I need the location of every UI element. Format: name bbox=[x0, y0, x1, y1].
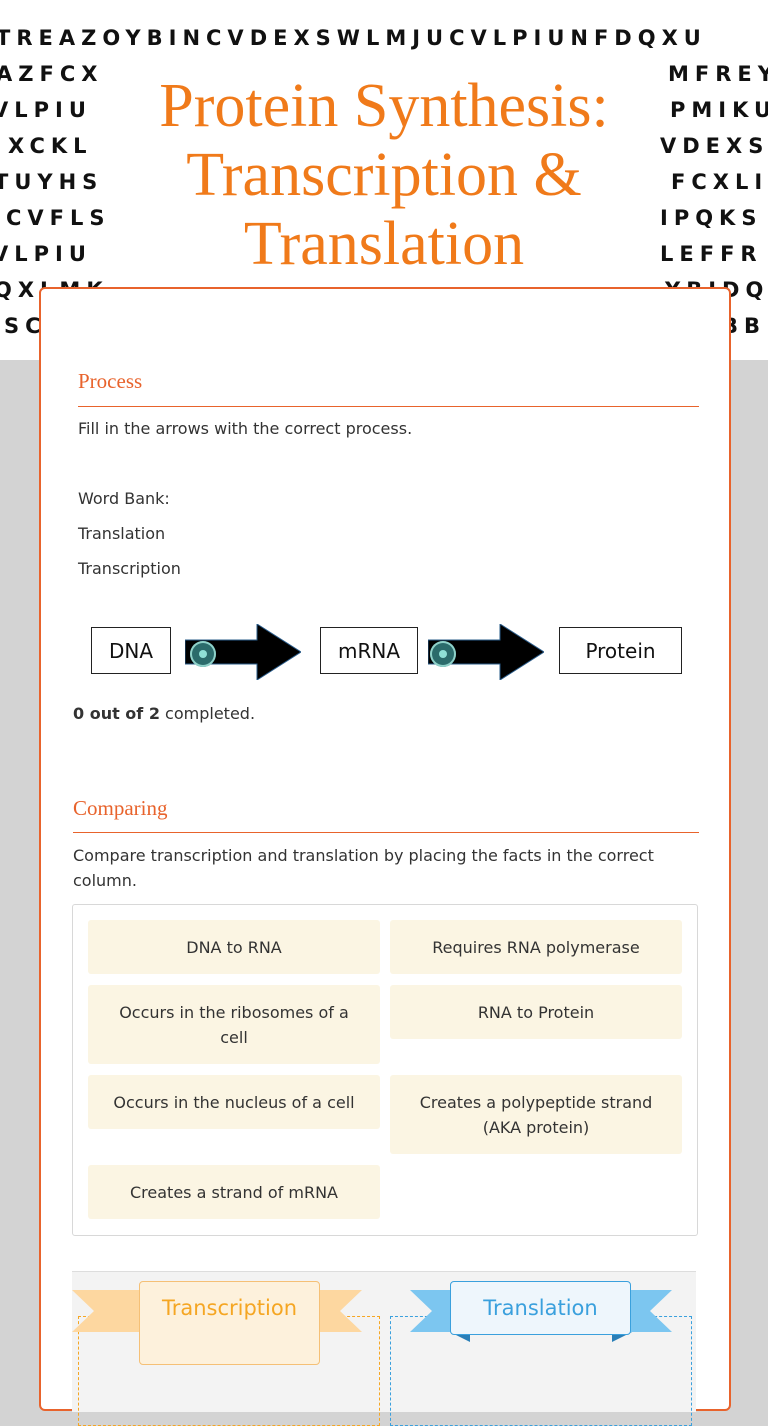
comparing-title: Comparing bbox=[73, 796, 168, 820]
letter-row-2-right: PMIKU bbox=[670, 98, 768, 122]
word-bank-label: Word Bank: bbox=[78, 489, 170, 508]
letter-row-6-left: VLPIU bbox=[0, 242, 92, 266]
letter-row-4-right: FCXLI bbox=[671, 170, 768, 194]
facts-pool: DNA to RNA Requires RNA polymerase Occur… bbox=[72, 904, 698, 1236]
fact-card[interactable]: DNA to RNA bbox=[88, 920, 380, 974]
fact-card[interactable]: Creates a strand of mRNA bbox=[88, 1165, 380, 1219]
fact-card[interactable]: Occurs in the nucleus of a cell bbox=[88, 1075, 380, 1129]
progress-status: 0 out of 2 completed. bbox=[73, 701, 255, 726]
letter-row-0: TREAZOYBINCVDEXSWLMJUCVLPIUNFDQXU bbox=[0, 26, 707, 50]
letter-row-2-left: VLPIU bbox=[0, 98, 92, 122]
letter-row-6-right: LEFFR bbox=[660, 242, 763, 266]
drop-target-dot-icon[interactable] bbox=[190, 641, 216, 667]
letter-row-1-right: MFREY bbox=[668, 62, 768, 86]
letter-row-3-left: XCKL bbox=[8, 134, 93, 158]
dna-box: DNA bbox=[91, 627, 171, 674]
fact-card[interactable]: Creates a polypeptide strand (AKA protei… bbox=[390, 1075, 682, 1154]
process-instruction: Fill in the arrows with the correct proc… bbox=[78, 419, 413, 438]
process-divider bbox=[78, 406, 699, 407]
comparing-instruction: Compare transcription and translation by… bbox=[73, 846, 654, 890]
page-title: Protein Synthesis: Transcription & Trans… bbox=[100, 72, 668, 279]
process-title: Process bbox=[78, 369, 143, 393]
progress-count: 0 out of 2 bbox=[73, 704, 160, 723]
title-line-1: Protein Synthesis: bbox=[159, 72, 609, 140]
sort-columns: Transcription Translation bbox=[72, 1271, 696, 1426]
title-line-2: Transcription & bbox=[186, 141, 582, 209]
protein-box: Protein bbox=[559, 627, 682, 674]
drop-target-dot-icon[interactable] bbox=[430, 641, 456, 667]
letter-row-3-right: VDEXS bbox=[660, 134, 768, 158]
translation-column-header: Translation bbox=[450, 1281, 631, 1335]
word-bank-item: Transcription bbox=[78, 559, 181, 578]
letter-row-5-left: CVFLS bbox=[6, 206, 111, 230]
title-line-3: Translation bbox=[243, 210, 525, 278]
letter-row-5-right: IPQKS bbox=[660, 206, 763, 230]
progress-suffix: completed. bbox=[159, 704, 256, 723]
transcription-column-header: Transcription bbox=[139, 1281, 320, 1365]
mrna-box: mRNA bbox=[320, 627, 418, 674]
fact-card[interactable]: RNA to Protein bbox=[390, 985, 682, 1039]
worksheet-card: Process Fill in the arrows with the corr… bbox=[39, 287, 731, 1426]
fact-card[interactable]: Occurs in the ribosomes of a cell bbox=[88, 985, 380, 1064]
letter-row-8-left: SC bbox=[4, 314, 47, 338]
fact-card[interactable]: Requires RNA polymerase bbox=[390, 920, 682, 974]
word-bank-item: Translation bbox=[78, 524, 166, 543]
letter-row-4-left: TUYHS bbox=[0, 170, 104, 194]
comparing-divider bbox=[73, 832, 699, 833]
letter-row-1-left: AZFCX bbox=[0, 62, 104, 86]
